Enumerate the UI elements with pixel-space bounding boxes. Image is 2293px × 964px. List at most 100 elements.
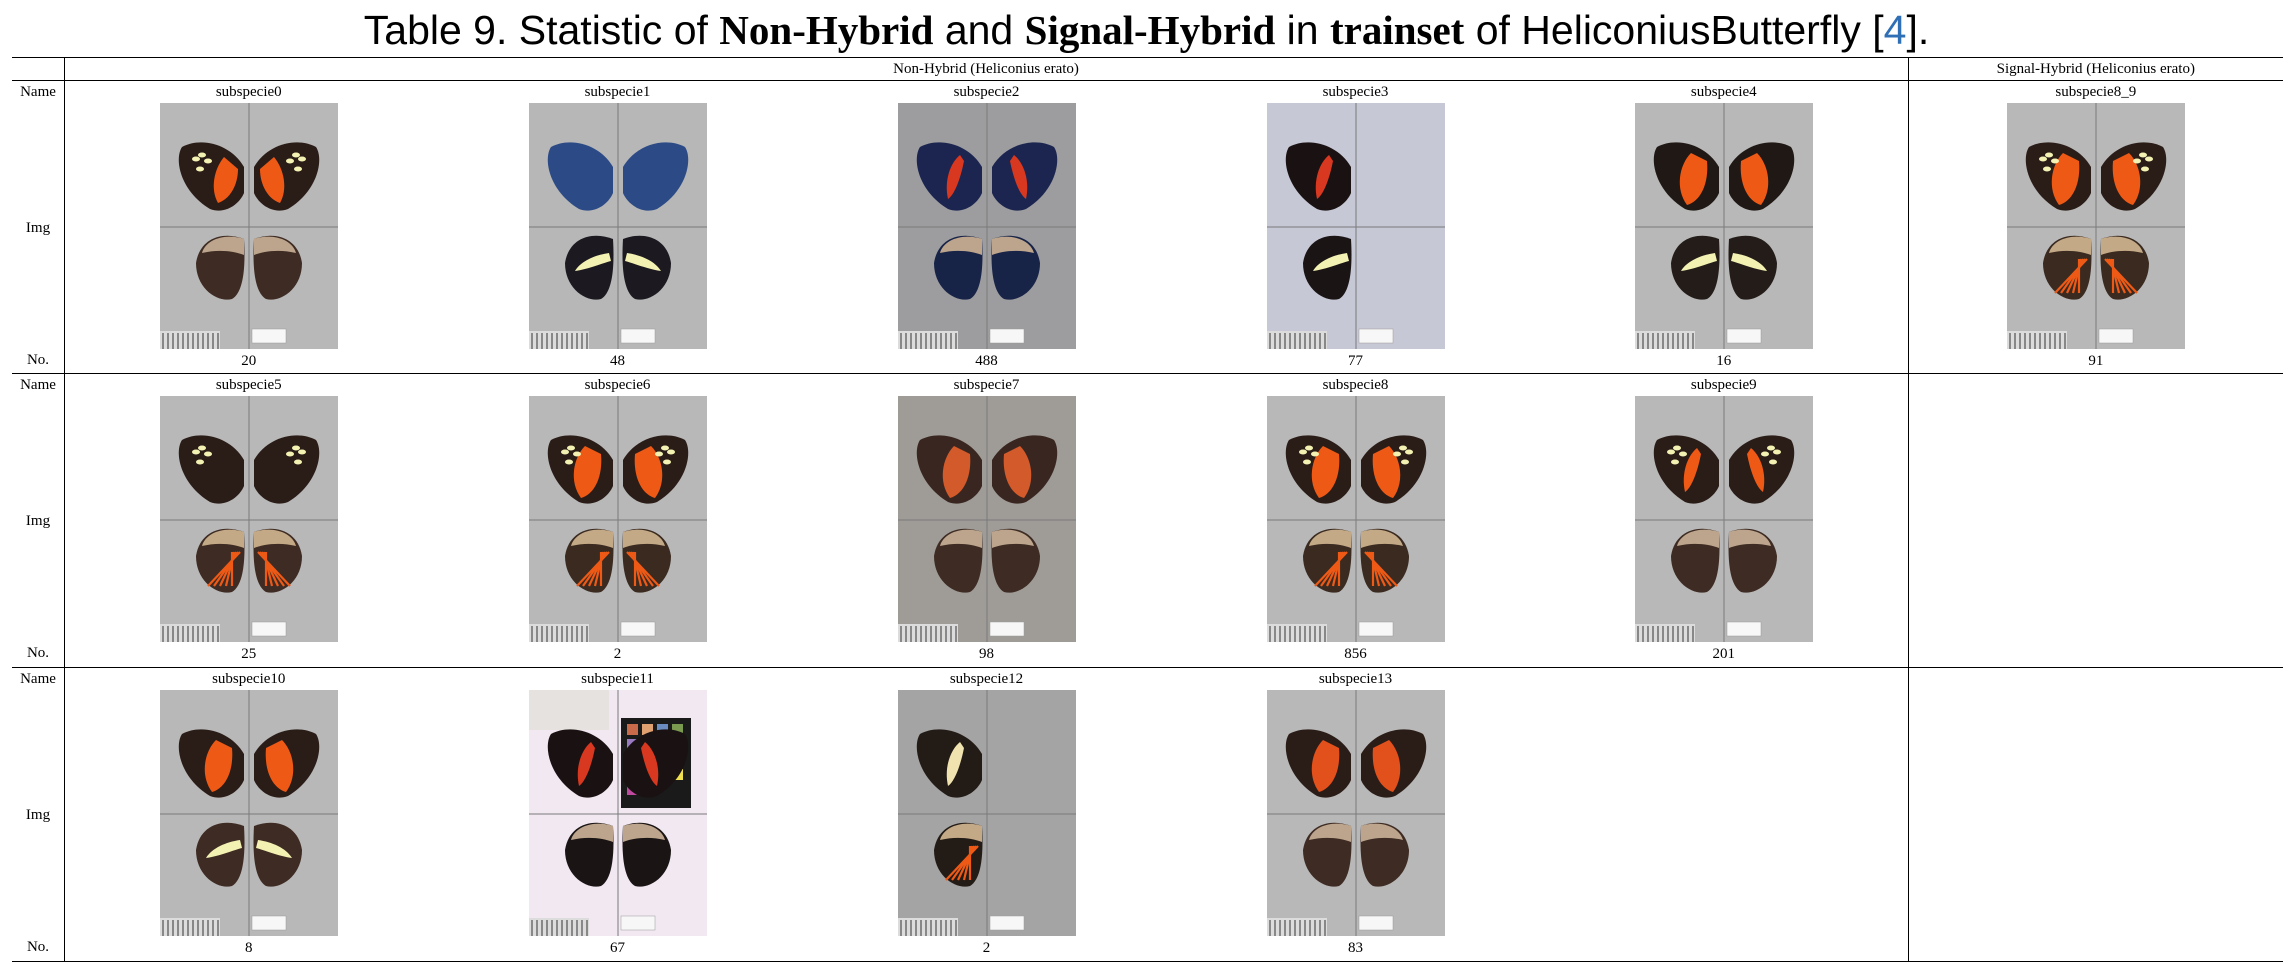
forewing-band bbox=[1311, 740, 1339, 792]
forewing-band bbox=[1683, 448, 1701, 492]
table-cell bbox=[1540, 667, 1909, 962]
subspecies-name: subspecie3 bbox=[1322, 84, 1389, 100]
hindwing bbox=[253, 822, 302, 887]
hindwing bbox=[991, 235, 1040, 300]
hindwing-tan bbox=[1308, 823, 1351, 842]
yellow-spot bbox=[293, 459, 302, 465]
hindwing-tan bbox=[2048, 236, 2091, 255]
yellow-spot bbox=[1760, 451, 1769, 457]
forewing-band bbox=[1372, 740, 1400, 792]
forewing bbox=[1285, 729, 1351, 798]
specimen-label bbox=[1726, 328, 1762, 344]
yellow-spot bbox=[195, 459, 204, 465]
signal-hybrid-header: Signal-Hybrid (Heliconius erato) bbox=[1907, 57, 2284, 81]
yellow-spot bbox=[560, 449, 569, 455]
color-patch bbox=[641, 724, 653, 735]
hindwing-tan bbox=[991, 529, 1034, 548]
hindwing-tan bbox=[570, 529, 613, 548]
yellow-spot bbox=[2144, 156, 2153, 162]
ruler-strip bbox=[528, 918, 589, 936]
sample-count: 488 bbox=[975, 353, 998, 369]
sample-count: 8 bbox=[245, 940, 253, 956]
sample-count: 67 bbox=[610, 940, 625, 956]
hindwing-tan bbox=[1676, 529, 1719, 548]
hindwing-tan bbox=[253, 236, 296, 255]
row-label-img: Img bbox=[25, 513, 51, 529]
yellow-spot bbox=[291, 445, 300, 451]
hindwing bbox=[1302, 528, 1351, 593]
ruler-strip bbox=[528, 624, 589, 642]
hindwing-yellow-band bbox=[205, 840, 242, 858]
forewing-band bbox=[1372, 446, 1400, 498]
sample-count: 2 bbox=[982, 940, 991, 956]
hindwing-yellow-band bbox=[255, 840, 292, 858]
forewing bbox=[1653, 142, 1719, 211]
sample-count: 20 bbox=[241, 353, 257, 369]
forewing-band bbox=[1679, 153, 1708, 205]
yellow-spot bbox=[1772, 449, 1781, 455]
yellow-spot bbox=[1298, 449, 1307, 455]
yellow-spot bbox=[566, 445, 575, 451]
statistics-table: Non-Hybrid (Heliconius erato) Signal-Hyb… bbox=[12, 57, 2284, 962]
ruler-strip bbox=[897, 624, 958, 642]
hindwing-yellow-band bbox=[624, 253, 661, 271]
hindwing bbox=[1302, 235, 1351, 300]
row-label-name: Name bbox=[20, 377, 56, 393]
caption-in: in bbox=[1275, 7, 1330, 53]
specimen-label bbox=[1726, 621, 1762, 637]
forewing-band bbox=[577, 742, 595, 786]
forewing bbox=[1360, 729, 1426, 798]
forewing bbox=[178, 142, 244, 211]
row-label-img: Img bbox=[25, 220, 51, 236]
ruler-strip bbox=[528, 331, 589, 349]
hindwing-tan bbox=[1308, 529, 1351, 548]
yellow-spot bbox=[2132, 158, 2141, 164]
ruler bbox=[528, 690, 609, 730]
yellow-spot bbox=[2044, 152, 2053, 158]
subspecies-name: subspecie4 bbox=[1690, 84, 1757, 100]
specimen-label bbox=[989, 621, 1024, 637]
specimen-label bbox=[1358, 915, 1393, 931]
yellow-spot bbox=[1404, 449, 1413, 455]
subspecies-name: subspecie0 bbox=[215, 84, 282, 100]
yellow-spot bbox=[195, 166, 204, 172]
forewing bbox=[253, 435, 319, 504]
forewing-band bbox=[1746, 448, 1765, 492]
butterfly-wings-subspecie3 bbox=[1266, 103, 1445, 349]
forewing-band bbox=[265, 740, 293, 792]
caption-prefix: Table 9. Statistic of bbox=[363, 7, 720, 53]
yellow-spot bbox=[1678, 451, 1687, 457]
yellow-spot bbox=[1766, 445, 1775, 451]
hindwing bbox=[564, 235, 613, 300]
ruler-strip bbox=[159, 918, 220, 936]
forewing bbox=[1728, 142, 1795, 211]
hindwing-tan bbox=[991, 236, 1034, 255]
sample-count: 2 bbox=[613, 646, 622, 662]
ruler-strip bbox=[2006, 331, 2067, 349]
ruler-strip bbox=[897, 918, 958, 936]
yellow-spot bbox=[297, 156, 306, 162]
butterfly-wings-subspecie11 bbox=[528, 690, 707, 936]
row-label-name: Name bbox=[20, 84, 56, 100]
forewing bbox=[1360, 435, 1426, 504]
forewing bbox=[1285, 435, 1351, 504]
citation-link[interactable]: 4 bbox=[1883, 7, 1907, 53]
forewing-band bbox=[1003, 446, 1031, 498]
forewing bbox=[622, 142, 688, 211]
ruler-strip bbox=[897, 331, 958, 349]
ruler-strip bbox=[159, 624, 220, 642]
subspecies-name: subspecie1 bbox=[584, 84, 651, 100]
group-header-row: Non-Hybrid (Heliconius erato) Signal-Hyb… bbox=[12, 57, 2284, 81]
forewing-band bbox=[634, 446, 662, 498]
hindwing bbox=[622, 528, 671, 593]
